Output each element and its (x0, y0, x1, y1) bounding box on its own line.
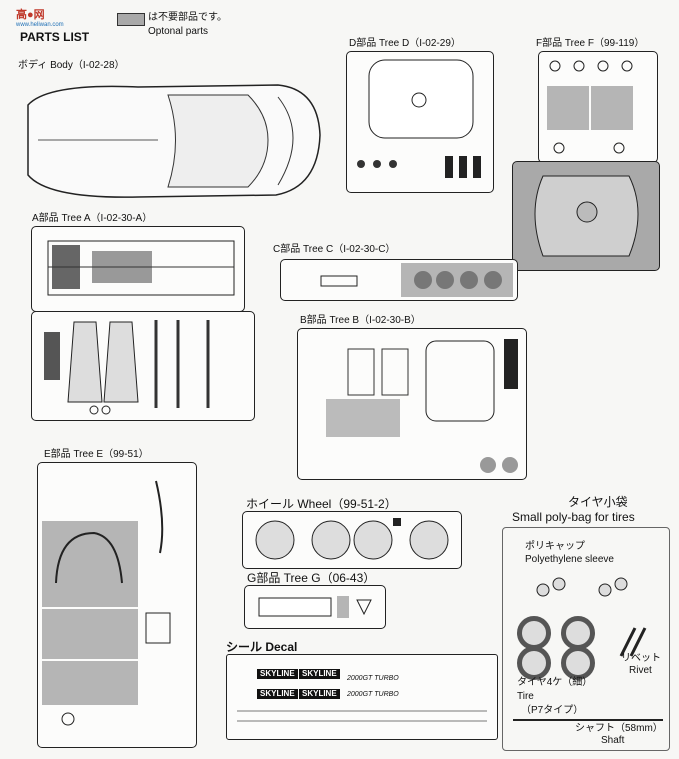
tree-a-label: A部品 Tree A（I-02-30-A） (32, 213, 153, 224)
legend-jp: は不要部品です。 (148, 12, 227, 23)
tree-f-label: F部品 Tree F（99-119） (536, 38, 645, 49)
body-drawing (18, 75, 328, 205)
decal-turbo-2: 2000GT TURBO (347, 691, 399, 698)
tree-a-frame-top (31, 226, 245, 312)
tree-f-optional-hood (512, 161, 660, 271)
decal-skyline-1: SKYLINE (257, 669, 298, 679)
page-title: PARTS LIST (20, 30, 90, 44)
shaft-jp: シャフト（58mm） (575, 723, 663, 734)
tire-3 (517, 646, 551, 680)
tree-d-frame (346, 51, 494, 193)
decal-skyline-4: SKYLINE (299, 689, 340, 699)
legend-en: Optonal parts (148, 26, 209, 37)
optional-parts-swatch (117, 13, 145, 26)
tree-c-label: C部品 Tree C（I-02-30-C） (273, 244, 396, 255)
rivet-en: Rivet (629, 665, 652, 676)
polybag-en: Small poly-bag for tires (512, 510, 635, 524)
tree-e-frame (37, 462, 197, 748)
tire-type: （P7タイプ） (521, 705, 584, 716)
sleeve-en: Polyethylene sleeve (525, 554, 614, 565)
sleeve-jp: ポリキャップ (525, 541, 585, 552)
polybag-frame: ポリキャップ Polyethylene sleeve リベット Rivet タイ… (502, 527, 670, 751)
body-label: ボディ Body（I-02-28） (18, 60, 125, 71)
tree-a-frame-bottom (31, 311, 255, 421)
tree-g-frame (244, 585, 386, 629)
tire-2 (561, 616, 595, 650)
polybag-jp: タイヤ小袋 (568, 495, 628, 509)
tire-en: Tire (517, 691, 534, 702)
tire-jp: タイヤ4ケ（細） (517, 677, 593, 688)
tree-e-label: E部品 Tree E（99-51） (44, 449, 149, 460)
decal-skyline-2: SKYLINE (299, 669, 340, 679)
tree-g-label: G部品 Tree G（06-43） (247, 571, 376, 585)
decal-skyline-3: SKYLINE (257, 689, 298, 699)
decal-sheet: SKYLINE SKYLINE SKYLINE SKYLINE 2000GT T… (226, 654, 498, 740)
tire-1 (517, 616, 551, 650)
decal-label: シール Decal (226, 640, 298, 654)
tree-f-frame (538, 51, 658, 163)
wheel-label: ホイール Wheel（99-51-2） (246, 497, 397, 511)
shaft-en: Shaft (601, 735, 625, 746)
tree-c-frame (280, 259, 518, 301)
tree-b-frame (297, 328, 527, 480)
decal-turbo-1: 2000GT TURBO (347, 675, 399, 682)
tree-b-label: B部品 Tree B（I-02-30-B） (300, 315, 421, 326)
tire-4 (561, 646, 595, 680)
wheel-frame (242, 511, 462, 569)
tree-d-label: D部品 Tree D（I-02-29） (349, 38, 461, 49)
rivet-jp: リベット (621, 653, 661, 664)
